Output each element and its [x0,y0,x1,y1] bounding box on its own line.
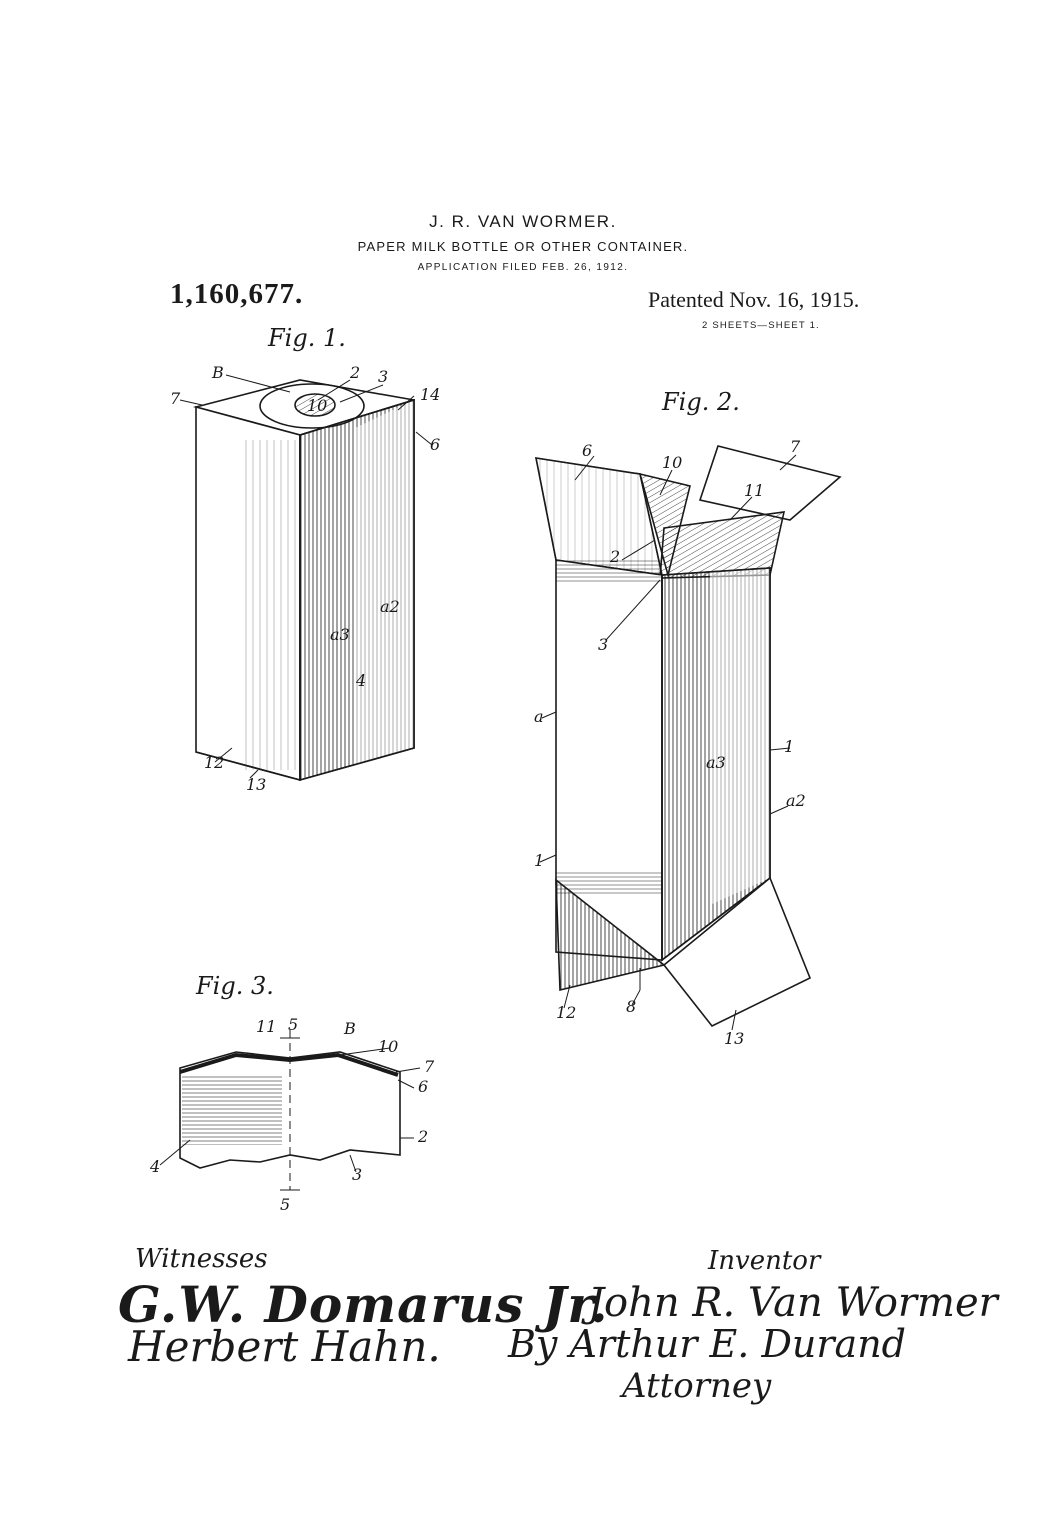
ref-fig3-B: B [343,1019,356,1038]
patent-title: PAPER MILK BOTTLE OR OTHER CONTAINER. [357,239,689,254]
ref-fig2-13: 13 [724,1029,744,1048]
ref-fig1-13: 13 [246,775,266,794]
sheet-count: 2 SHEETS—SHEET 1. [702,320,820,331]
ref-fig1-2: 2 [349,363,360,382]
inventor-name-header: J. R. VAN WORMER. [429,212,617,231]
witness-signature-2: Herbert Hahn. [128,1322,441,1371]
ref-fig2-2: 2 [609,547,620,566]
fig1-label: Fig. 1. [268,324,346,352]
fig3-label: Fig. 3. [196,972,274,1000]
ref-fig1-4: 4 [355,671,366,690]
ref-fig1-3: 3 [378,367,388,386]
ref-fig1-6: 6 [430,435,440,454]
fig3-drawing [179,1030,401,1191]
ref-fig2-10: 10 [662,453,682,472]
ref-fig2-11: 11 [744,481,764,500]
witnesses-label: Witnesses [135,1244,268,1274]
application-filed-date: APPLICATION FILED FEB. 26, 1912. [417,262,629,273]
ref-fig1-a3: a3 [330,625,350,644]
ref-fig1-10: 10 [307,396,327,415]
ref-fig3-5-bottom: 5 [280,1195,290,1214]
ref-fig2-a3: a3 [706,753,726,772]
patented-date: Patented Nov. 16, 1915. [648,287,860,312]
ref-fig2-a: a [534,707,544,726]
attorney-label: Attorney [622,1366,772,1406]
ref-fig1-B: B [211,363,224,382]
ref-fig2-3: 3 [598,635,608,654]
leader-lines [159,374,797,1173]
ref-fig1-12: 12 [204,753,224,772]
ref-fig2-1-left: 1 [534,851,544,870]
ref-fig2-6: 6 [582,441,592,460]
ref-fig3-2: 2 [417,1127,428,1146]
fig1-drawing [192,379,415,782]
inventor-label: Inventor [708,1246,821,1276]
inventor-signature: John R. Van Wormer [588,1280,998,1326]
patent-number: 1,160,677. [170,278,304,310]
ref-fig2-7: 7 [790,437,801,456]
ref-fig1-a2: a2 [380,597,400,616]
ref-fig2-8: 8 [626,997,636,1016]
ref-fig2-a2: a2 [786,791,806,810]
fig2-label: Fig. 2. [662,388,740,416]
ref-fig3-11: 11 [256,1017,276,1036]
witness-signature-1: G.W. Domarus Jr. [118,1275,609,1334]
ref-fig2-1-right: 1 [784,737,794,756]
reference-numerals: B 2 3 7 10 14 6 a2 a3 4 12 13 6 10 7 11 … [149,363,806,1214]
ref-fig3-3: 3 [352,1165,362,1184]
ref-fig3-4: 4 [149,1157,160,1176]
ref-fig3-7: 7 [424,1057,435,1076]
attorney-signature: By Arthur E. Durand [508,1322,906,1366]
fig2-drawing [534,445,842,1028]
ref-fig3-10: 10 [378,1037,398,1056]
ref-fig3-5-top: 5 [288,1015,298,1034]
ref-fig3-6: 6 [418,1077,428,1096]
ref-fig1-7: 7 [170,389,181,408]
ref-fig1-14: 14 [420,385,440,404]
ref-fig2-12: 12 [556,1003,576,1022]
